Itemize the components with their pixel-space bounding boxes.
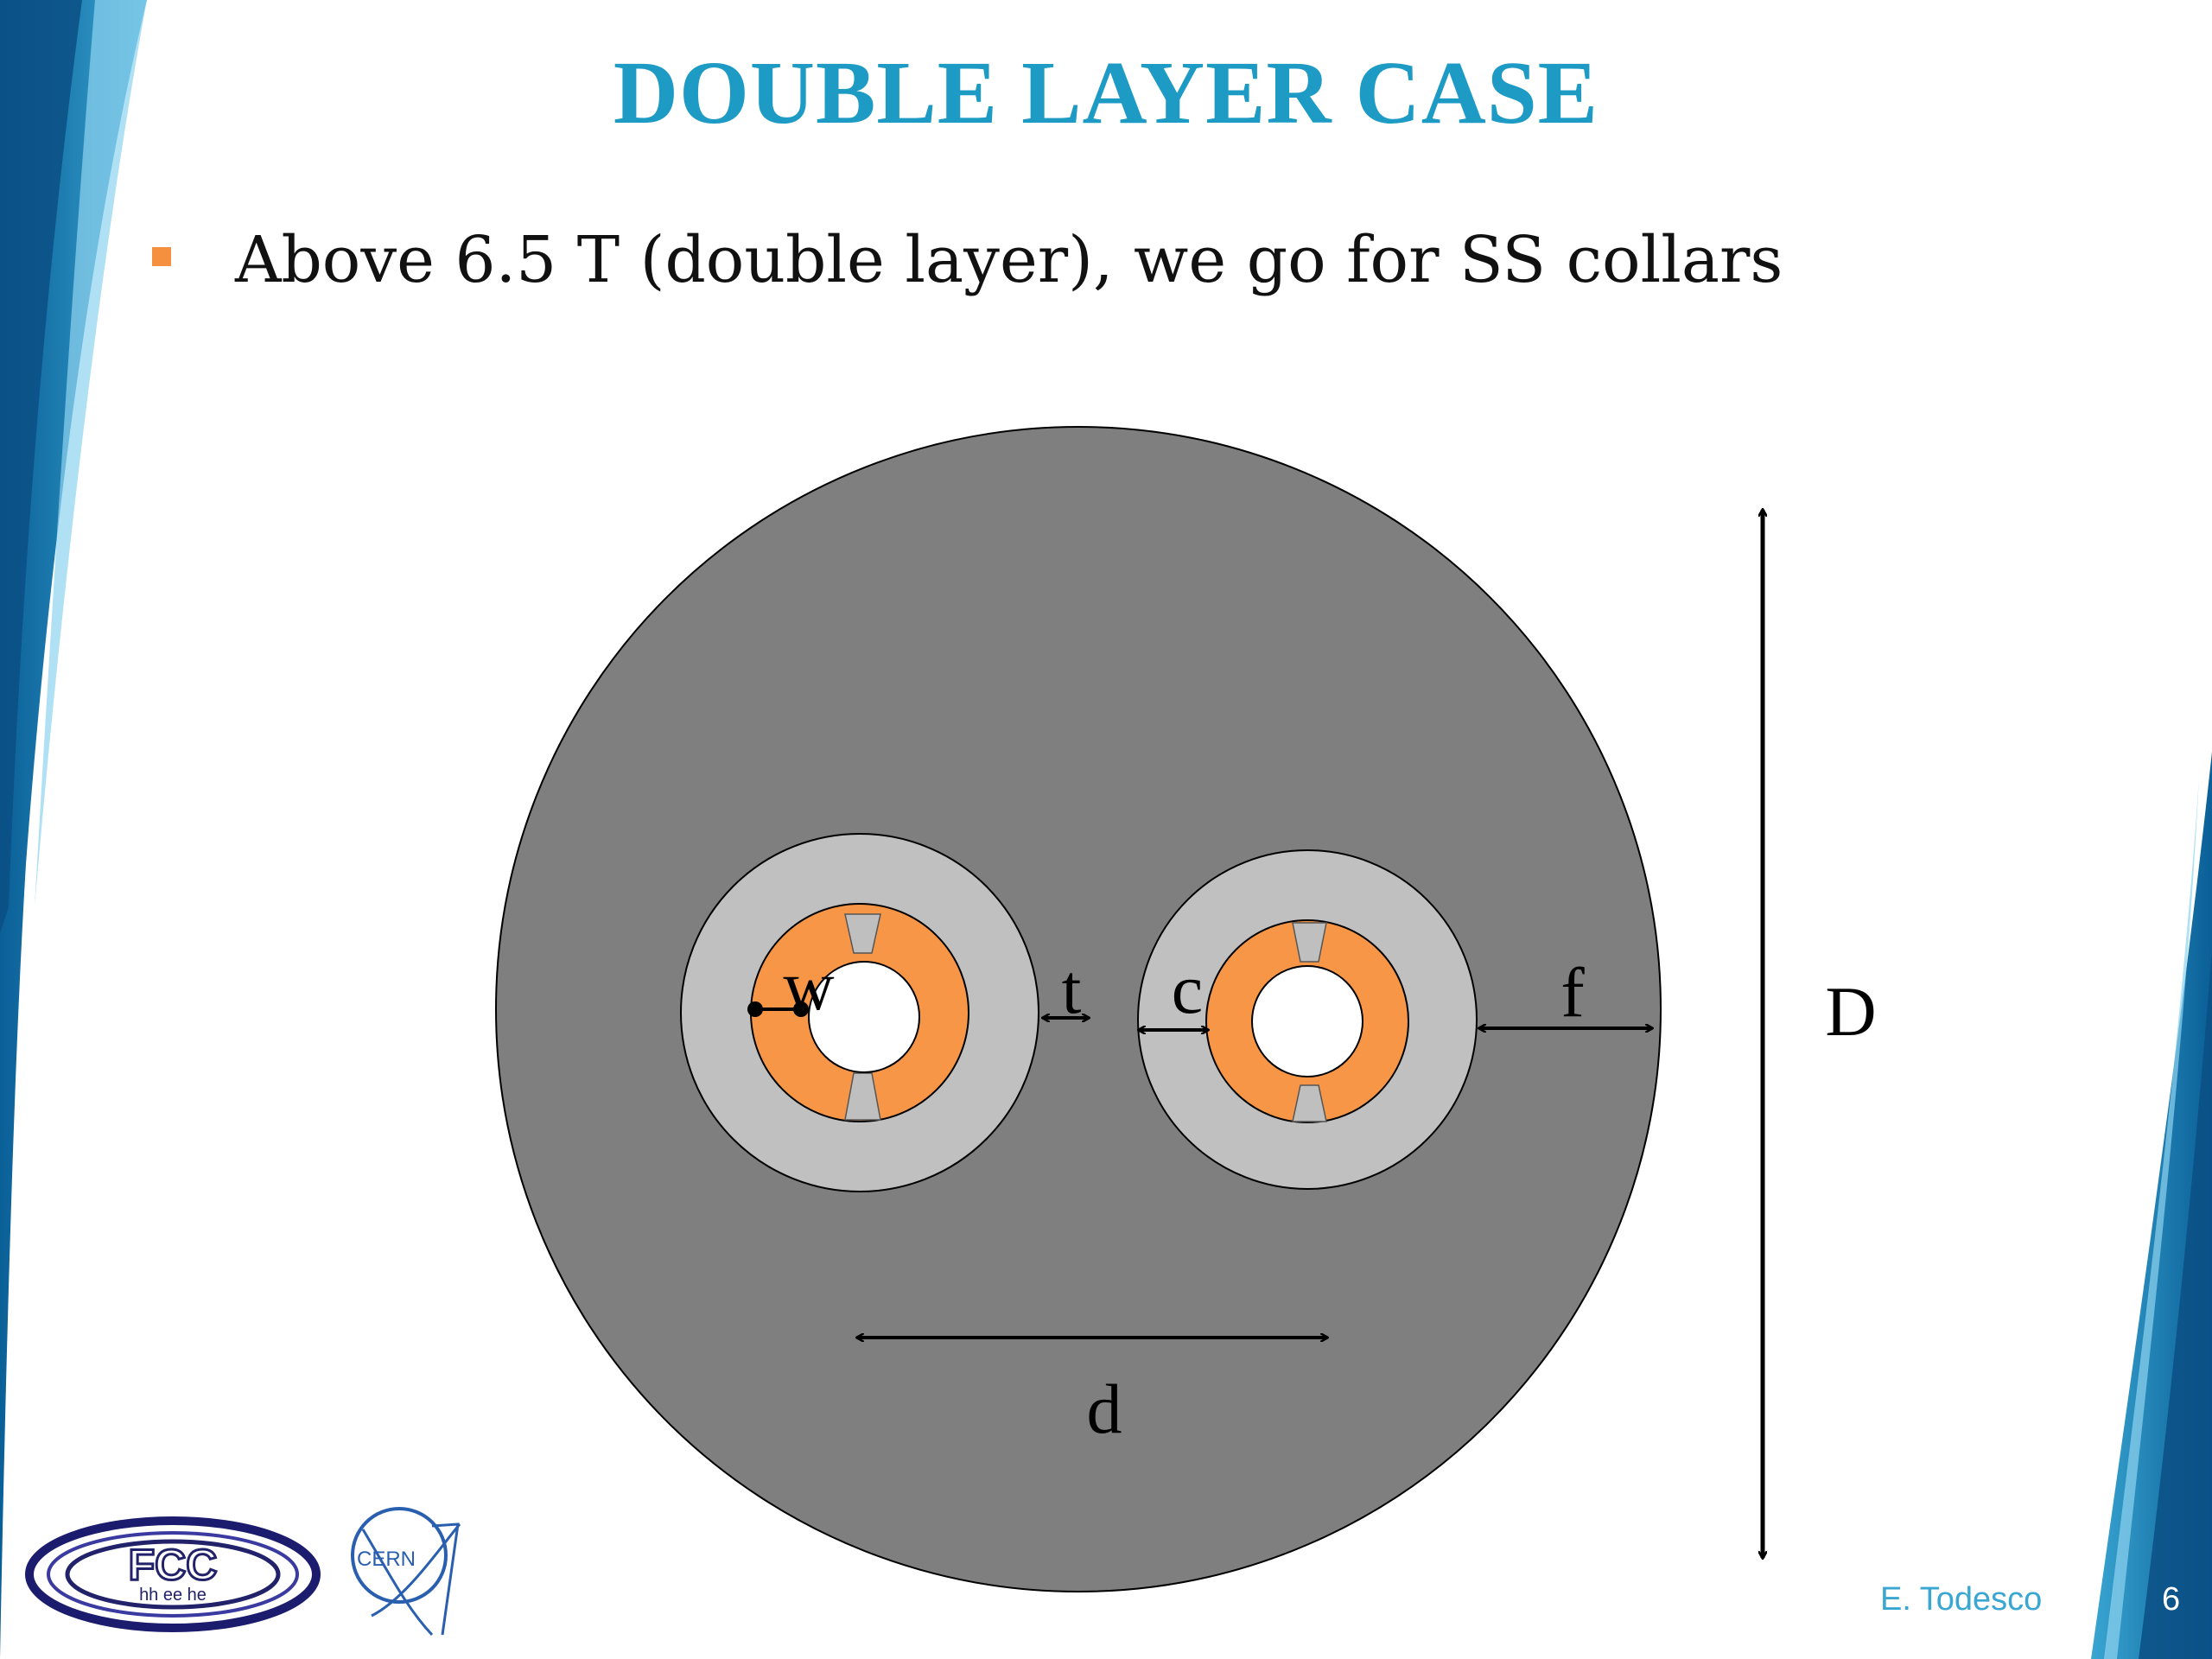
bullet-text: Above 6.5 T (double layer), we go for SS… bbox=[235, 223, 1783, 297]
label-d: d bbox=[1087, 1370, 1122, 1448]
bullet-item: Above 6.5 T (double layer), we go for SS… bbox=[152, 223, 1783, 297]
fcc-logo: FCC hh ee he bbox=[25, 1516, 321, 1632]
right-bore bbox=[1251, 965, 1363, 1077]
left-bottom-wedge bbox=[844, 1072, 881, 1121]
label-w: w bbox=[783, 946, 834, 1025]
footer-author: E. Todesco bbox=[1880, 1581, 2043, 1618]
left-swoosh-decoration bbox=[0, 0, 147, 1659]
left-aperture bbox=[680, 833, 1039, 1192]
iron-yoke bbox=[495, 426, 1662, 1592]
w-dimension bbox=[747, 1001, 809, 1017]
left-bore bbox=[808, 961, 920, 1073]
logos: FCC hh ee he CERN bbox=[25, 1507, 461, 1637]
square-bullet-icon bbox=[152, 247, 171, 266]
right-bottom-wedge bbox=[1292, 1084, 1327, 1122]
right-top-wedge bbox=[1292, 922, 1327, 963]
right-swoosh-decoration bbox=[2091, 752, 2212, 1659]
label-t: t bbox=[1062, 950, 1082, 1028]
cern-logo: CERN bbox=[351, 1507, 461, 1637]
slide-title: DOUBLE LAYER CASE bbox=[613, 43, 1599, 143]
page-number: 6 bbox=[2162, 1581, 2181, 1618]
fcc-logo-text: FCC bbox=[129, 1541, 218, 1589]
label-D: D bbox=[1825, 972, 1876, 1051]
right-aperture bbox=[1137, 849, 1478, 1190]
fcc-logo-subtext: hh ee he bbox=[139, 1586, 207, 1605]
left-top-wedge bbox=[844, 913, 881, 954]
label-c: c bbox=[1172, 950, 1203, 1028]
label-f: f bbox=[1560, 953, 1585, 1032]
cern-logo-text: CERN bbox=[357, 1548, 416, 1571]
